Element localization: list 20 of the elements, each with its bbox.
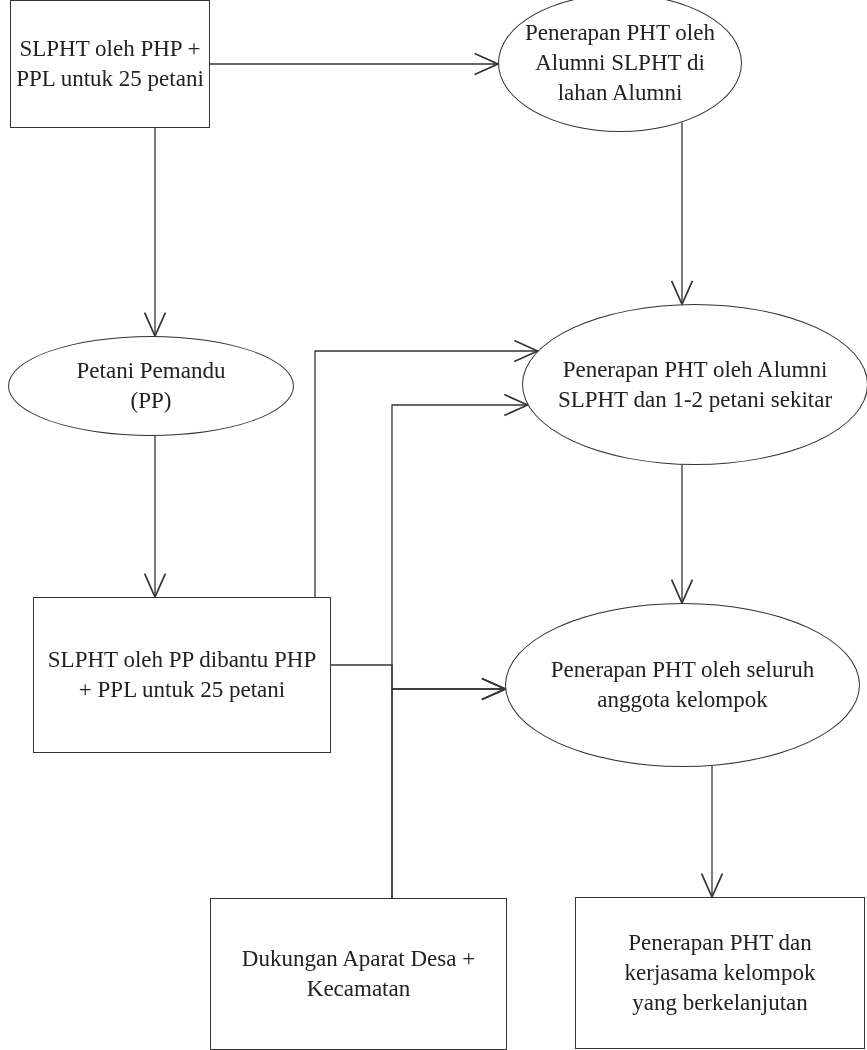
arrow — [143, 127, 167, 337]
arrow — [209, 52, 499, 76]
process-box — [575, 897, 865, 1049]
node-label: Dukungan Aparat Desa + Kecamatan — [240, 945, 477, 1003]
process-box — [210, 898, 507, 1050]
arrow — [391, 677, 507, 899]
node-label: Penerapan PHT dan kerjasama kelompok yang berkelanjutan — [623, 929, 817, 1017]
node-label: SLPHT oleh PHP + PPL untuk 25 petani — [15, 35, 205, 93]
node-label: Penerapan PHT oleh seluruh anggota kelompok — [549, 656, 816, 714]
node-label: Penerapan PHT oleh Alumni SLPHT dan 1-2 petani sekitar — [556, 355, 834, 414]
node-label: SLPHT oleh PP dibantu PHP + PPL untuk 25 petani — [46, 646, 318, 704]
arrow — [314, 339, 539, 598]
arrow — [670, 464, 694, 604]
node-label: Penerapan PHT oleh Alumni SLPHT di lahan Alumni — [524, 19, 716, 107]
process-box — [10, 0, 210, 128]
arrow — [700, 765, 724, 898]
node-label: Petani Pemandu (PP) — [75, 357, 227, 415]
process-box — [33, 597, 331, 753]
arrow — [670, 121, 694, 306]
arrow — [143, 435, 167, 598]
